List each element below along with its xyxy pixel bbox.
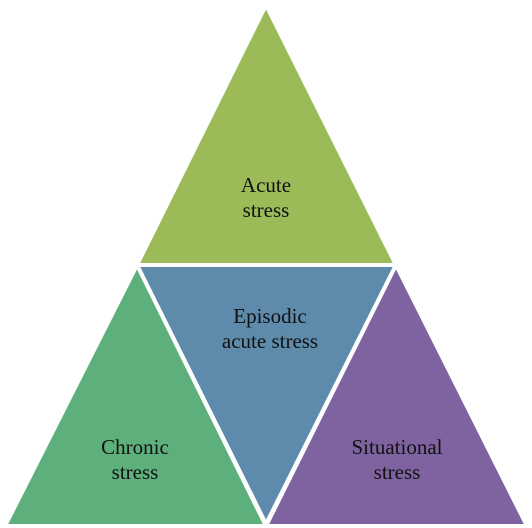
- situational-stress-label-line1: Situational: [351, 435, 443, 459]
- acute-stress-label: Acute stress: [166, 173, 366, 223]
- episodic-acute-stress-label-line1: Episodic: [233, 304, 307, 328]
- chronic-stress-label: Chronic stress: [35, 435, 235, 485]
- acute-stress-label-line1: Acute: [240, 173, 292, 197]
- chronic-stress-label-line1: Chronic: [101, 435, 169, 459]
- acute-stress-label-line2: stress: [242, 198, 290, 222]
- situational-stress-label: Situational stress: [297, 435, 497, 485]
- episodic-acute-stress-label-line2: acute stress: [221, 329, 319, 353]
- acute-stress-triangle: [133, 0, 400, 267]
- chronic-stress-label-line2: stress: [111, 460, 159, 484]
- situational-stress-label-line2: stress: [373, 460, 421, 484]
- chronic-stress-triangle: [1, 260, 270, 528]
- situational-stress-triangle: [262, 260, 531, 528]
- episodic-acute-stress-label: Episodic acute stress: [170, 304, 370, 354]
